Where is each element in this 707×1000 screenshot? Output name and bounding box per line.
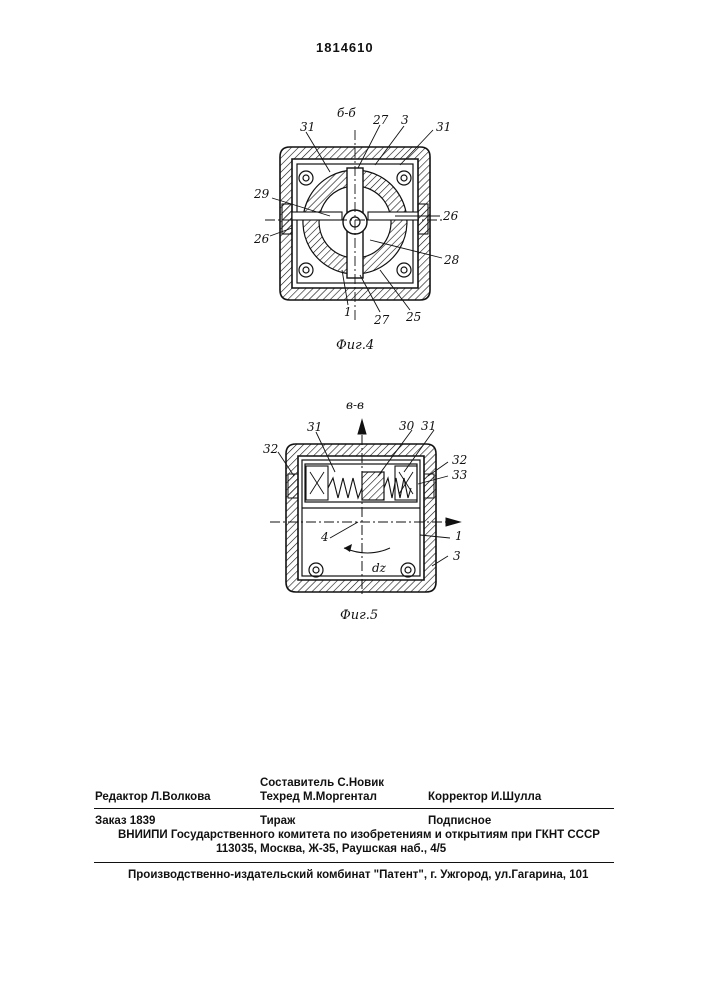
fig4-callout: 31: [436, 120, 451, 134]
editor-line: Редактор Л.Волкова: [95, 791, 211, 803]
fig4-callout: 28: [444, 253, 459, 267]
fig5-callout: 33: [452, 468, 467, 482]
fig4-callout: 26: [443, 209, 458, 223]
corrector-line: Корректор И.Шулла: [428, 791, 541, 803]
fig4-caption: Фиг.4: [336, 338, 374, 353]
fig4-section-label: б-б: [337, 106, 356, 120]
figure-5-drawing: [0, 380, 707, 640]
imprint-divider-top: [94, 808, 614, 809]
organization-line: ВНИИПИ Государственного комитета по изоб…: [118, 829, 600, 841]
fig4-callout: 27: [373, 113, 388, 127]
fig5-callout: dz: [372, 561, 386, 575]
address-line: 113035, Москва, Ж-35, Раушская наб., 4/5: [216, 843, 446, 855]
fig5-section-label: в-в: [346, 398, 364, 412]
fig4-callout: 25: [406, 310, 421, 324]
fig5-callout: 32: [263, 442, 278, 456]
fig4-callout: 3: [401, 113, 409, 127]
fig4-callout: 1: [344, 305, 352, 319]
techred-line: Техред М.Моргентал: [260, 791, 377, 803]
fig5-callout: 31: [307, 420, 322, 434]
fig4-callout: 29: [254, 187, 269, 201]
fig5-callout: 31: [421, 419, 436, 433]
publisher-line: Производственно-издательский комбинат "П…: [128, 869, 588, 881]
circulation-line: Тираж: [260, 815, 295, 827]
fig4-callout: 26: [254, 232, 269, 246]
fig4-callout: 31: [300, 120, 315, 134]
subscription-line: Подписное: [428, 815, 491, 827]
compiler-line: Составитель С.Новик: [260, 777, 384, 789]
fig5-callout: 32: [452, 453, 467, 467]
fig5-callout: 1: [455, 529, 463, 543]
fig5-callout: 30: [399, 419, 414, 433]
imprint-divider-bottom: [94, 862, 614, 863]
fig4-callout: 27: [374, 313, 389, 327]
fig5-callout: 3: [453, 549, 461, 563]
fig5-callout: 4: [321, 530, 329, 544]
order-line: Заказ 1839: [95, 815, 155, 827]
fig5-caption: Фиг.5: [340, 608, 378, 623]
